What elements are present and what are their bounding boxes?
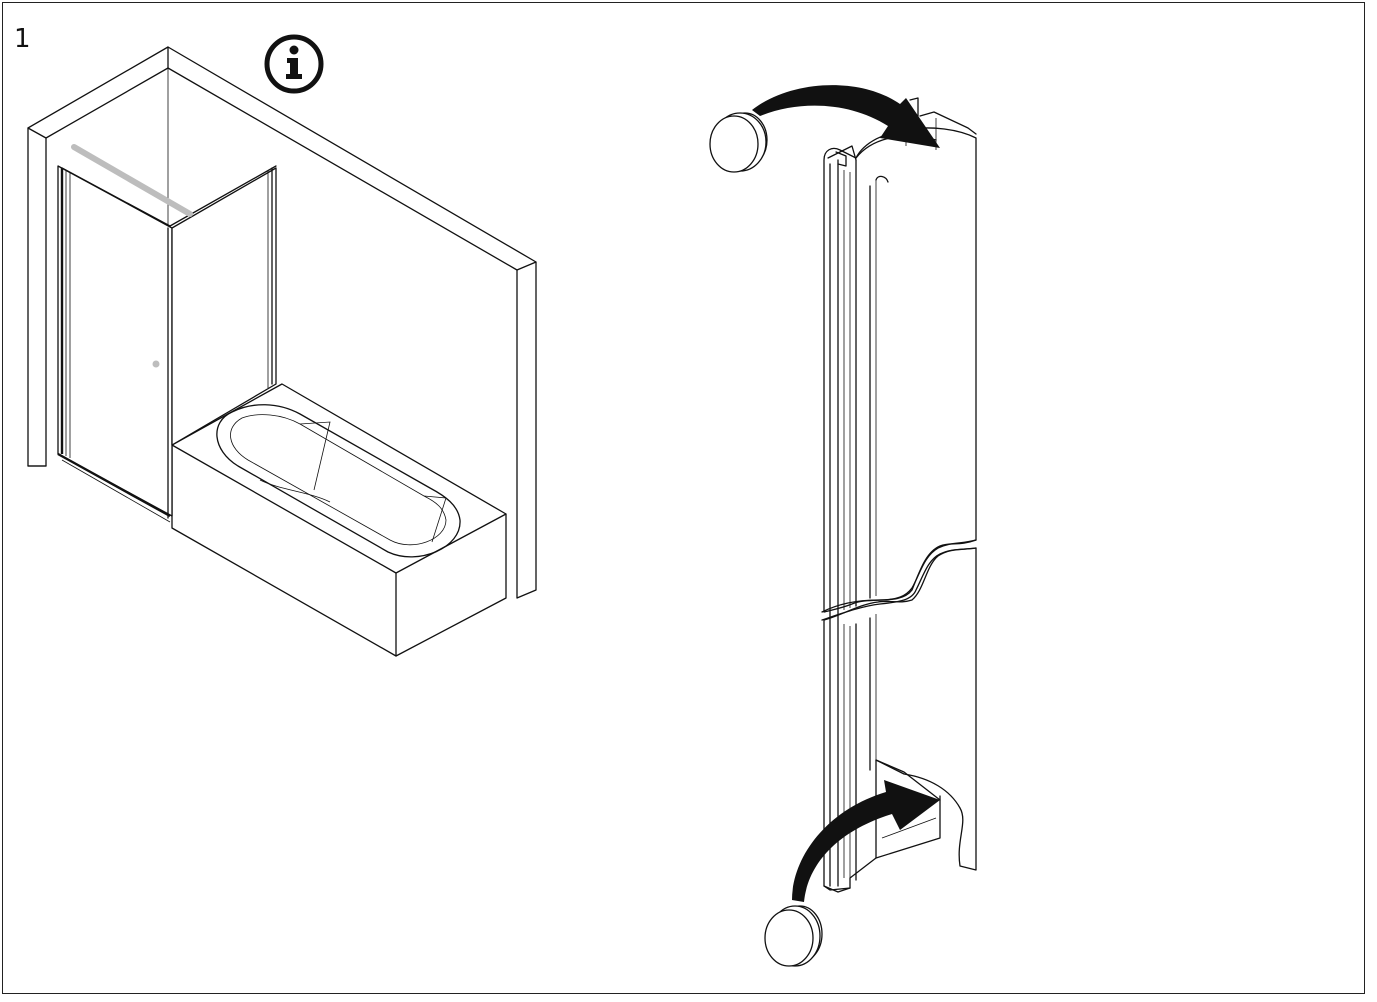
bathroom-scene	[27, 46, 537, 657]
step-number: 1	[14, 24, 31, 54]
info-icon	[264, 34, 324, 94]
wall-profile	[821, 97, 977, 893]
bumper-cap-icon-bottom	[764, 905, 823, 967]
arrow-top	[752, 85, 940, 148]
bumper-cap-icon	[709, 112, 768, 173]
instruction-panel	[2, 2, 1365, 994]
arrow-bottom	[792, 780, 940, 902]
